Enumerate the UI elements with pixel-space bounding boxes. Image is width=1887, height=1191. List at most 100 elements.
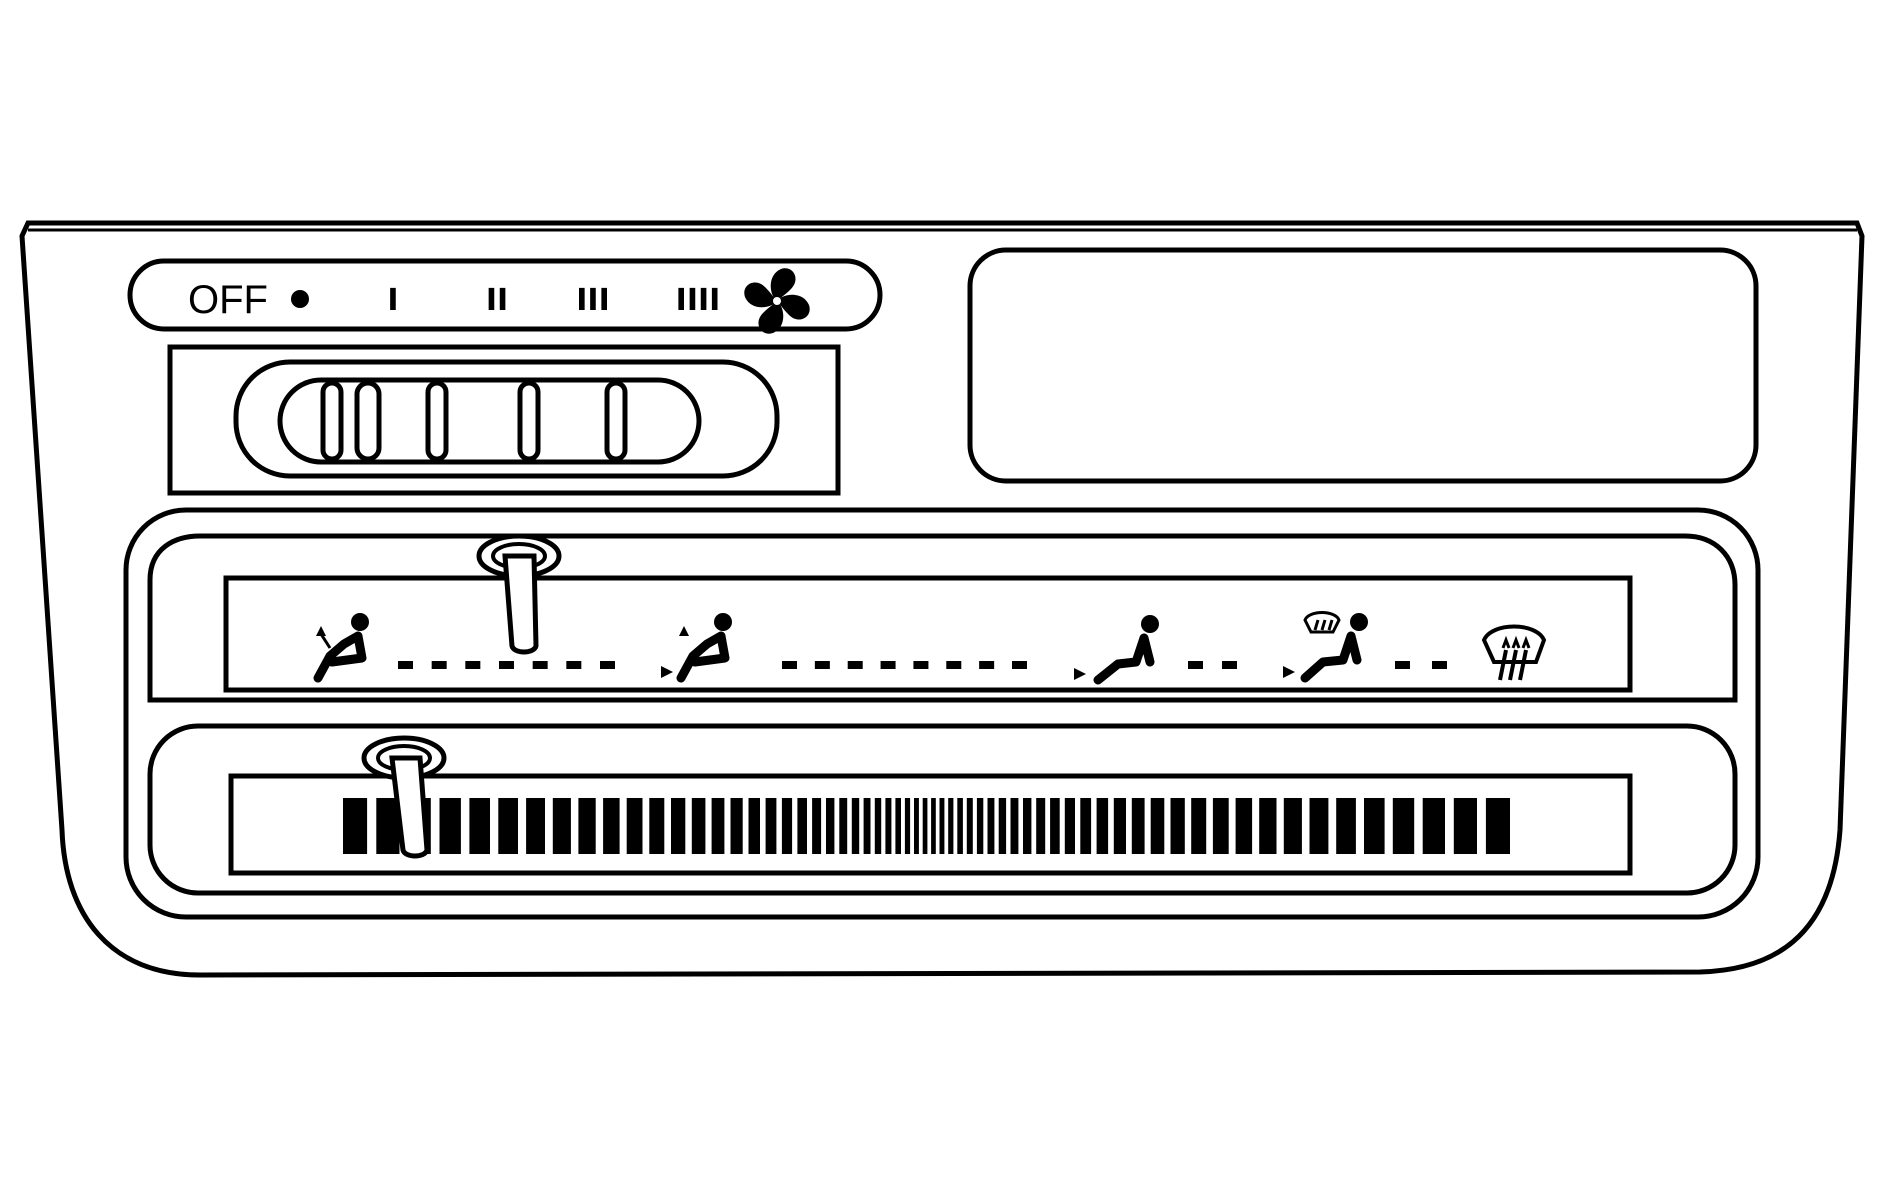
temperature-bar <box>1422 798 1445 854</box>
fan-speed-strip: OFF I II III IIII <box>127 258 883 334</box>
mode-dash <box>1432 661 1447 669</box>
temperature-bar <box>839 798 848 854</box>
temperature-bar <box>1064 798 1075 854</box>
temperature-bar <box>603 798 620 854</box>
temperature-bar <box>343 798 368 854</box>
temperature-lever[interactable] <box>361 735 447 859</box>
temperature-bar <box>626 798 643 854</box>
fan-level-3-label: III <box>576 283 610 318</box>
temperature-bar <box>781 798 793 854</box>
mode-dash <box>782 661 797 669</box>
temperature-control <box>228 735 1633 876</box>
mode-dash <box>566 661 582 669</box>
mode-dash <box>600 661 615 669</box>
fan-speed-control <box>167 344 841 496</box>
temperature-lever-track <box>228 773 1633 876</box>
temperature-bar <box>1453 798 1477 854</box>
temperature-bar <box>730 798 743 854</box>
temperature-bar <box>1050 798 1060 854</box>
temperature-bar <box>1283 798 1302 854</box>
temperature-bar <box>526 798 545 854</box>
temperature-bar <box>914 798 919 854</box>
mode-dash <box>814 661 830 669</box>
fan-icon <box>744 268 810 334</box>
temperature-bar <box>966 798 973 854</box>
mode-floor-icon <box>1074 615 1159 685</box>
mode-dash <box>532 661 548 669</box>
temperature-bar <box>863 798 871 854</box>
temperature-bar <box>649 798 665 854</box>
temperature-bar <box>1113 798 1126 854</box>
mode-defrost-icon <box>1481 624 1547 681</box>
temperature-bar <box>1309 798 1329 854</box>
temperature-bar <box>874 798 882 854</box>
mode-dash <box>847 661 863 669</box>
temperature-bar <box>469 798 490 854</box>
temperature-bar <box>922 798 928 854</box>
temperature-bar <box>987 798 995 854</box>
temperature-bar <box>1150 798 1165 854</box>
temperature-bar <box>1392 798 1415 854</box>
temperature-bar <box>976 798 984 854</box>
mode-dash <box>880 661 896 669</box>
temperature-bar <box>1036 798 1046 854</box>
temperature-bar <box>939 798 945 854</box>
mode-dash <box>1188 661 1203 669</box>
temperature-bar <box>931 798 936 854</box>
mode-dash <box>465 661 481 669</box>
mode-dash <box>946 661 962 669</box>
mode-floor-defrost-icon <box>1283 611 1368 683</box>
temperature-bar <box>885 798 892 854</box>
temperature-bar <box>895 798 901 854</box>
temperature-bar <box>1336 798 1356 854</box>
temperature-bar <box>1170 798 1185 854</box>
mode-dash <box>499 661 514 669</box>
fan-level-1-label: I <box>387 283 398 318</box>
temperature-bar <box>1364 798 1385 854</box>
temperature-bar <box>552 798 571 854</box>
mode-dash <box>1222 661 1237 669</box>
mode-dash <box>1395 661 1410 669</box>
mode-dash <box>979 661 995 669</box>
temperature-bar <box>904 798 911 854</box>
temperature-bar <box>711 798 725 854</box>
fan-speed-thumbwheel[interactable] <box>277 377 702 465</box>
temperature-bar <box>439 798 461 854</box>
temperature-bar <box>1023 798 1032 854</box>
mode-dash <box>431 661 447 669</box>
temperature-bar <box>812 798 822 854</box>
mode-dashes <box>398 661 1447 669</box>
temperature-bar <box>376 798 400 854</box>
fan-off-label: OFF <box>188 278 268 322</box>
mode-bilevel-icon <box>661 613 732 683</box>
temperature-bar <box>851 798 860 854</box>
temperature-bar <box>948 798 954 854</box>
mode-control <box>223 533 1633 693</box>
fan-off-dot <box>291 290 309 308</box>
temperature-bar <box>1212 798 1229 854</box>
temperature-bar <box>797 798 807 854</box>
temperature-bar <box>671 798 686 854</box>
temperature-bar <box>957 798 963 854</box>
fan-level-4-label: IIII <box>676 283 721 318</box>
mode-vent-icon <box>313 613 369 683</box>
temperature-bar <box>1191 798 1207 854</box>
mode-dash <box>913 661 929 669</box>
temperature-bar <box>748 798 760 854</box>
temperature-bar <box>998 798 1007 854</box>
temperature-bar <box>1080 798 1092 854</box>
mode-lever[interactable] <box>476 533 562 655</box>
mode-dash <box>398 661 413 669</box>
temperature-bar <box>765 798 777 854</box>
fan-level-2-label: II <box>486 283 508 318</box>
temperature-bar <box>1010 798 1019 854</box>
temperature-bar <box>1485 798 1510 854</box>
temperature-bar <box>1096 798 1109 854</box>
display-window <box>967 247 1759 484</box>
temperature-bar <box>1259 798 1277 854</box>
temperature-bar <box>1131 798 1145 854</box>
temperature-bar <box>826 798 835 854</box>
mode-lever-track <box>223 575 1633 693</box>
temperature-bar <box>1235 798 1253 854</box>
